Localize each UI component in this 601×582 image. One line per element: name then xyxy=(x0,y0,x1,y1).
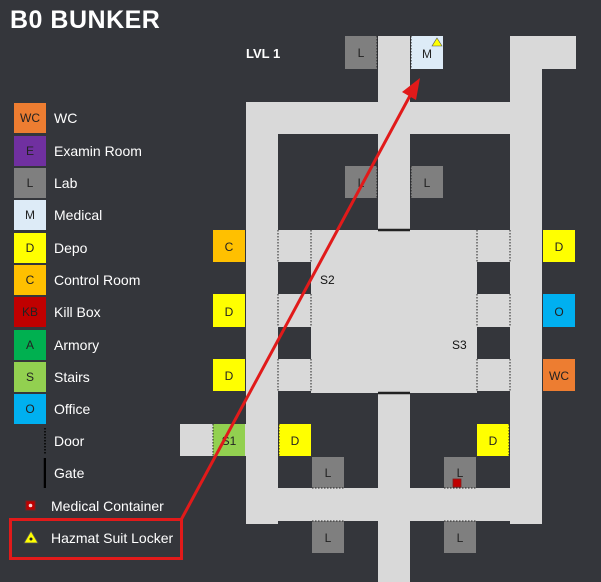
legend-item-gate: Gate xyxy=(14,458,84,488)
room-label: L xyxy=(457,466,464,480)
room-control-room[interactable]: C xyxy=(213,230,245,262)
legend-label: Medical xyxy=(54,207,103,223)
legend-item-medical: M Medical xyxy=(14,200,102,230)
medical-container-icon xyxy=(14,491,46,521)
level-label: LVL 1 xyxy=(246,46,281,61)
stairs-label-s2: S2 xyxy=(320,273,335,287)
room-wc-right[interactable]: WC xyxy=(543,359,575,391)
room-lab-bottom-right[interactable]: L xyxy=(444,520,476,553)
legend-label: Kill Box xyxy=(54,304,101,320)
room-label: D xyxy=(489,434,498,448)
room-lab-low-left[interactable]: L xyxy=(312,457,344,489)
legend-swatch: O xyxy=(14,394,46,424)
legend-item-depo: D Depo xyxy=(14,233,87,263)
room-top-lab[interactable]: L xyxy=(345,36,378,69)
room-depo-left-low[interactable]: D xyxy=(213,359,245,391)
legend-label: Control Room xyxy=(54,272,141,288)
room-label: D xyxy=(291,434,300,448)
legend-label: Lab xyxy=(54,175,78,191)
legend-item-door: Door xyxy=(14,426,84,456)
legend-swatch: D xyxy=(14,233,46,263)
legend-swatch: KB xyxy=(14,297,46,327)
legend-item-hazmat: Hazmat Suit Locker xyxy=(14,523,173,553)
legend-item-lab: L Lab xyxy=(14,168,77,198)
legend-label: Medical Container xyxy=(51,498,164,514)
legend-item-stairs: S Stairs xyxy=(14,362,90,392)
room-label: D xyxy=(555,240,564,254)
legend-item-wc: WC WC xyxy=(14,103,77,133)
room-label: D xyxy=(225,305,234,319)
room-top-medical[interactable]: M xyxy=(410,36,443,69)
room-label: M xyxy=(422,47,432,61)
room-depo-inner-left[interactable]: D xyxy=(278,424,311,456)
legend-label: Gate xyxy=(54,465,85,481)
room-label: L xyxy=(325,466,332,480)
room-inner-lab-right[interactable]: L xyxy=(410,166,443,198)
legend-label: Armory xyxy=(54,337,100,353)
room-inner-lab-left[interactable]: L xyxy=(345,166,378,198)
legend-item-office: O Office xyxy=(14,394,90,424)
legend-item-examin-room: E Examin Room xyxy=(14,136,142,166)
room-depo-right-top[interactable]: D xyxy=(543,230,575,262)
room-label: WC xyxy=(549,369,569,383)
legend-label: Hazmat Suit Locker xyxy=(51,530,174,546)
room-lab-low-right[interactable]: L xyxy=(444,457,476,489)
legend-swatch: M xyxy=(14,200,46,230)
room-label: L xyxy=(358,46,365,60)
room-depo-inner-right[interactable]: D xyxy=(477,424,510,456)
room-label: L xyxy=(424,176,431,190)
hazmat-legend-highlight xyxy=(9,518,183,560)
room-office-right[interactable]: O xyxy=(543,294,575,327)
legend-swatch: E xyxy=(14,136,46,166)
room-label: O xyxy=(554,305,563,319)
legend-item-armory: A Armory xyxy=(14,330,99,360)
room-label: L xyxy=(358,176,365,190)
legend-swatch: WC xyxy=(14,103,46,133)
hazmat-icon xyxy=(14,523,46,553)
stairs-label-s3: S3 xyxy=(452,338,467,352)
medical-container-icon xyxy=(452,478,462,488)
room-label: D xyxy=(225,369,234,383)
legend-label: WC xyxy=(54,110,78,126)
rooms: L M L L C D D xyxy=(212,36,575,553)
legend-label: Door xyxy=(54,433,85,449)
hazmat-icon xyxy=(431,37,443,47)
room-lab-bottom-left[interactable]: L xyxy=(312,520,344,553)
room-depo-left-mid[interactable]: D xyxy=(213,294,245,327)
page-title: B0 BUNKER xyxy=(10,6,161,34)
legend-item-control-room: C Control Room xyxy=(14,265,140,295)
annotation-arrow xyxy=(179,78,420,521)
legend-swatch: L xyxy=(14,168,46,198)
legend-item-medical-container: Medical Container xyxy=(14,491,164,521)
legend-swatch: C xyxy=(14,265,46,295)
legend-label: Stairs xyxy=(54,369,90,385)
doors xyxy=(277,228,511,395)
legend-label: Office xyxy=(54,401,91,417)
legend-label: Depo xyxy=(54,240,88,256)
legend-label: Examin Room xyxy=(54,143,142,159)
room-label: L xyxy=(457,531,464,545)
room-label: C xyxy=(225,240,234,254)
legend-swatch: A xyxy=(14,330,46,360)
corridors xyxy=(180,36,576,582)
gate-icon xyxy=(14,458,46,488)
room-label: L xyxy=(325,531,332,545)
legend-swatch: S xyxy=(14,362,46,392)
door-icon xyxy=(14,426,46,456)
legend-item-kill-box: KB Kill Box xyxy=(14,297,101,327)
